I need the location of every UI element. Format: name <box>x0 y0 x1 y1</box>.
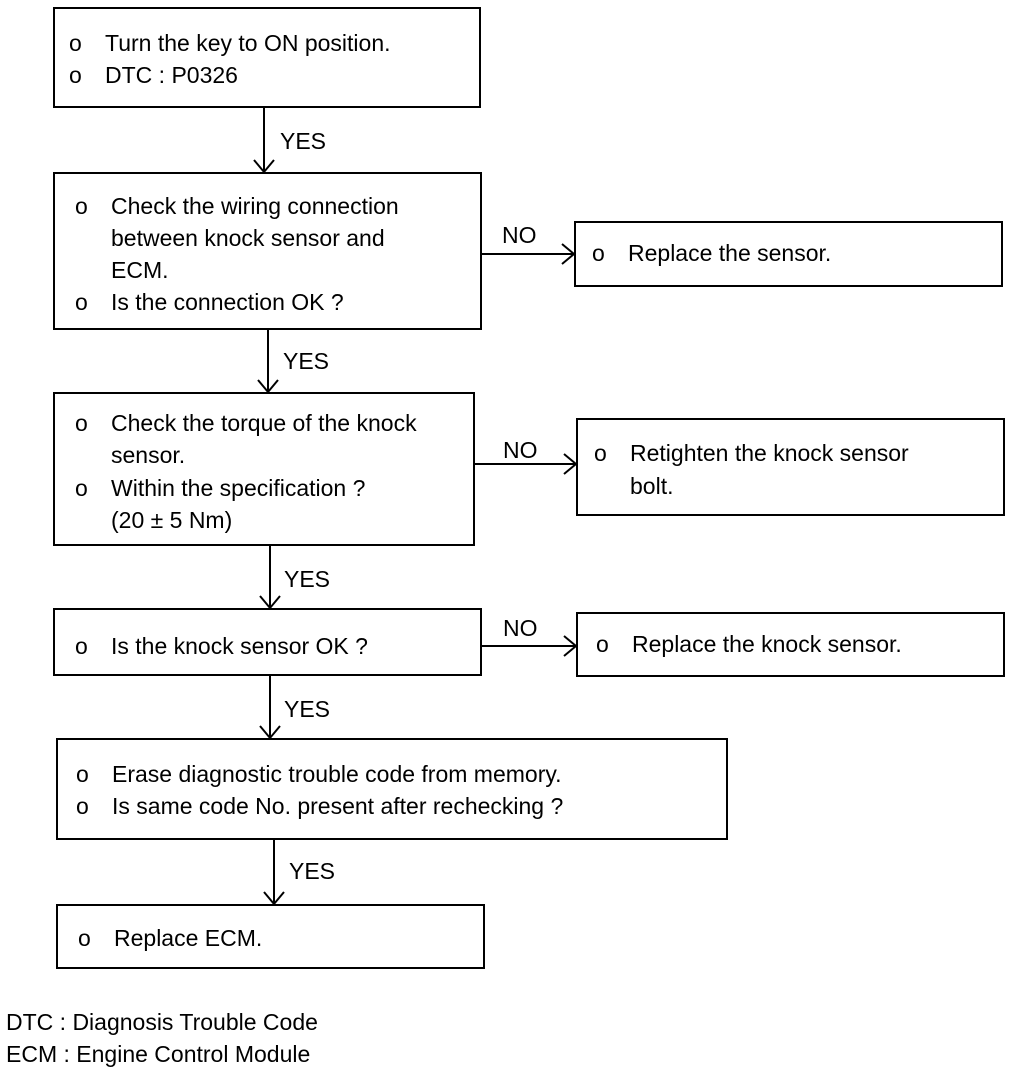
step-6-box: o Replace ECM. <box>56 904 485 969</box>
bullet <box>55 504 111 536</box>
step-4-no-box: o Replace the knock sensor. <box>576 612 1005 677</box>
bullet: o <box>592 240 605 266</box>
step-3-line-3: o Within the specification ? <box>55 472 473 504</box>
bullet: o <box>76 793 89 819</box>
step-2-line-3: ECM. <box>55 254 480 286</box>
step-2-line-2: between knock sensor and <box>55 222 480 254</box>
yes-label-2: YES <box>283 348 330 374</box>
legend-ecm: ECM : Engine Control Module <box>6 1041 311 1067</box>
yes-label-1: YES <box>280 128 327 154</box>
step-4-no-line-1: o Replace the knock sensor. <box>578 628 1003 660</box>
bullet: o <box>78 925 91 951</box>
step-2-text: Is the connection OK ? <box>111 289 344 315</box>
step-4-no-text: Replace the knock sensor. <box>632 631 902 657</box>
no-label-2: NO <box>503 437 538 463</box>
step-4-line-1: o Is the knock sensor OK ? <box>55 630 480 662</box>
yes-label-3: YES <box>284 566 331 592</box>
legend-dtc: DTC : Diagnosis Trouble Code <box>6 1009 318 1035</box>
step-3-no-line-1: o Retighten the knock sensor <box>578 437 1003 469</box>
bullet: o <box>75 193 88 219</box>
step-3-line-4: (20 ± 5 Nm) <box>55 504 473 536</box>
step-2-box: o Check the wiring connection between kn… <box>53 172 482 330</box>
no-label-3: NO <box>503 615 538 641</box>
step-3-box: o Check the torque of the knock sensor. … <box>53 392 475 546</box>
bullet <box>55 439 111 471</box>
step-3-no-text: Retighten the knock sensor <box>630 440 909 466</box>
yes-label-5: YES <box>289 858 336 884</box>
bullet: o <box>75 475 88 501</box>
yes-label-4: YES <box>284 696 331 722</box>
step-3-no-line-2: bolt. <box>578 470 1003 502</box>
bullet: o <box>596 631 609 657</box>
step-1-text: DTC : P0326 <box>105 62 238 88</box>
step-3-text: Check the torque of the knock <box>111 410 417 436</box>
step-3-text: Within the specification ? <box>111 475 366 501</box>
step-3-line-2: sensor. <box>55 439 473 471</box>
bullet <box>578 470 630 502</box>
bullet: o <box>75 633 88 659</box>
bullet: o <box>69 62 82 88</box>
step-5-line-1: o Erase diagnostic trouble code from mem… <box>58 758 726 790</box>
bullet: o <box>69 30 82 56</box>
step-5-box: o Erase diagnostic trouble code from mem… <box>56 738 728 840</box>
step-2-text: ECM. <box>111 257 169 283</box>
bullet: o <box>75 289 88 315</box>
step-2-text: Check the wiring connection <box>111 193 399 219</box>
no-label-1: NO <box>502 222 537 248</box>
step-2-text: between knock sensor and <box>111 225 385 251</box>
step-1-text: Turn the key to ON position. <box>105 30 391 56</box>
step-2-line-4: o Is the connection OK ? <box>55 286 480 318</box>
step-1-line-2: o DTC : P0326 <box>55 59 479 91</box>
step-5-line-2: o Is same code No. present after recheck… <box>58 790 726 822</box>
step-3-no-box: o Retighten the knock sensor bolt. <box>576 418 1005 516</box>
step-3-line-1: o Check the torque of the knock <box>55 407 473 439</box>
step-6-text: Replace ECM. <box>114 925 263 951</box>
step-3-text: (20 ± 5 Nm) <box>111 507 233 533</box>
step-4-text: Is the knock sensor OK ? <box>111 633 368 659</box>
bullet: o <box>75 410 88 436</box>
step-2-no-line-1: o Replace the sensor. <box>576 237 1001 269</box>
step-4-box: o Is the knock sensor OK ? <box>53 608 482 676</box>
step-1-box: o Turn the key to ON position. o DTC : P… <box>53 7 481 108</box>
step-3-text: sensor. <box>111 442 186 468</box>
bullet: o <box>594 440 607 466</box>
step-6-line-1: o Replace ECM. <box>58 922 483 954</box>
bullet <box>55 254 111 286</box>
step-5-text: Is same code No. present after recheckin… <box>112 793 564 819</box>
step-2-no-box: o Replace the sensor. <box>574 221 1003 287</box>
bullet <box>55 222 111 254</box>
step-3-no-text: bolt. <box>630 473 674 499</box>
step-2-line-1: o Check the wiring connection <box>55 190 480 222</box>
step-5-text: Erase diagnostic trouble code from memor… <box>112 761 562 787</box>
bullet: o <box>76 761 89 787</box>
step-2-no-text: Replace the sensor. <box>628 240 832 266</box>
step-1-line-1: o Turn the key to ON position. <box>55 27 479 59</box>
